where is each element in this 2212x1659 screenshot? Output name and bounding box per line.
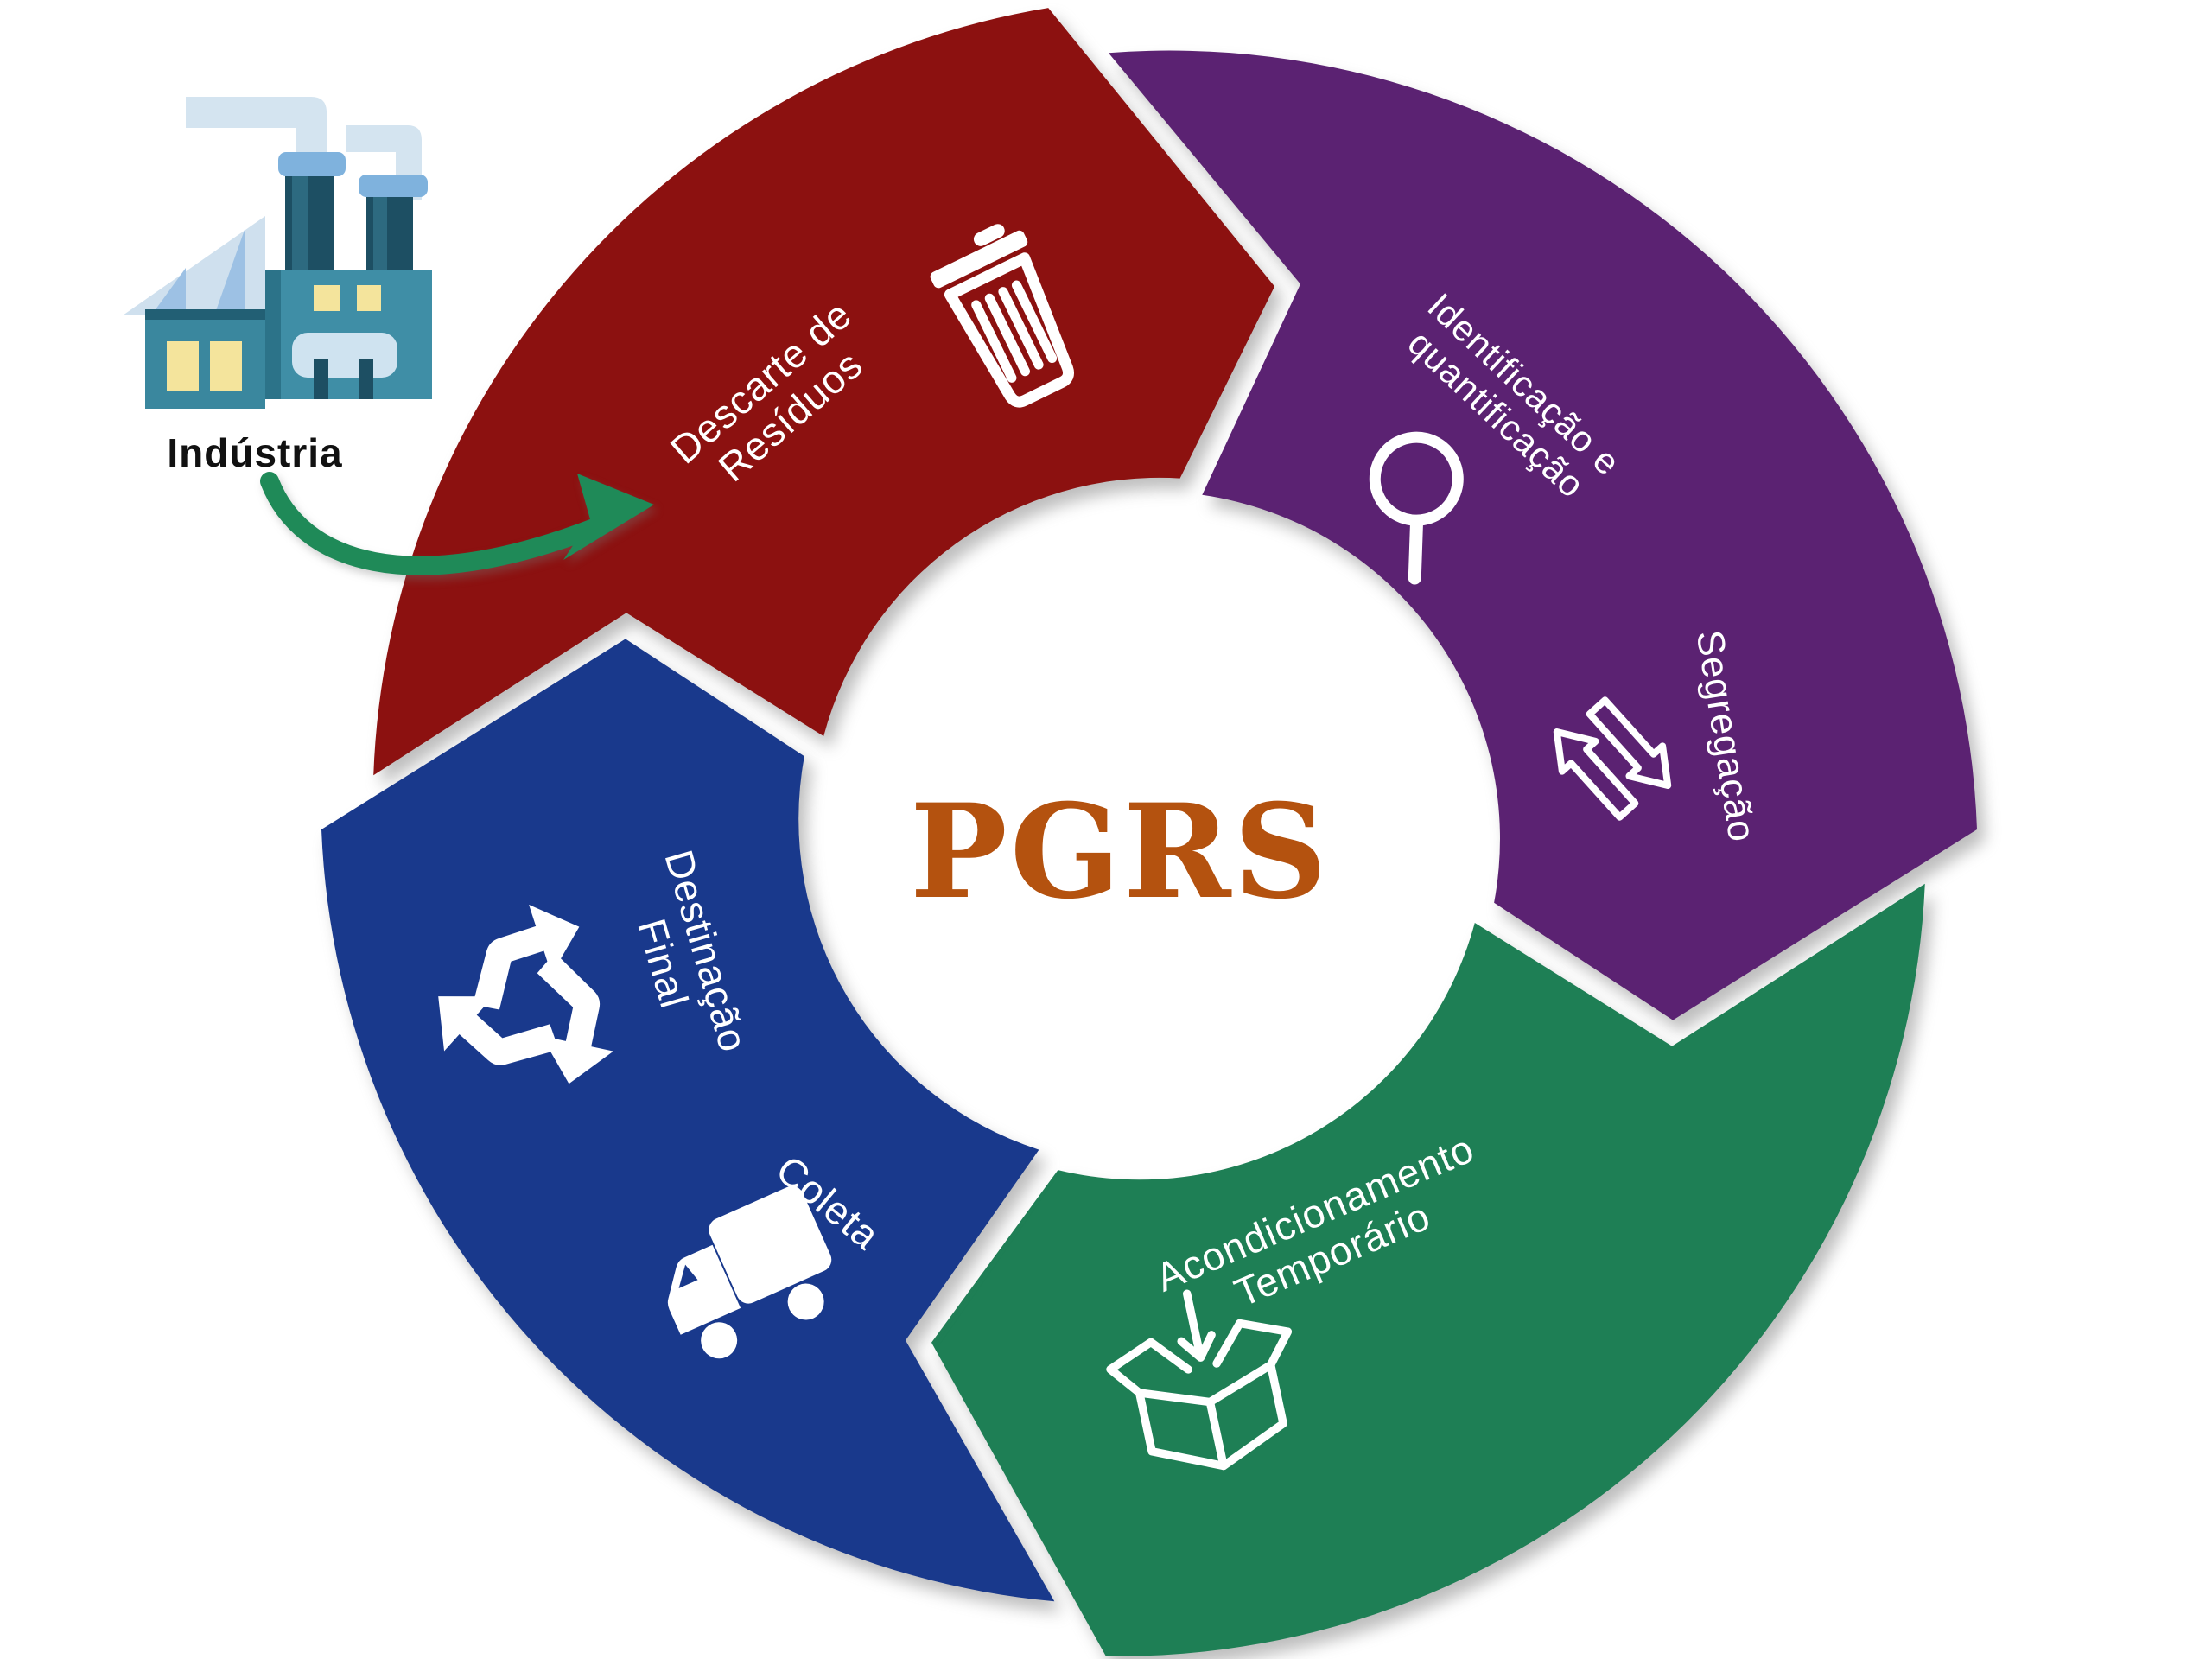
factory-icon — [123, 97, 432, 409]
arc-segment-destinacao-coleta — [321, 639, 1055, 1602]
cycle-segments — [321, 8, 1977, 1656]
arc-segment-identificacao-segregacao — [1108, 50, 1977, 1020]
center-title: PGRS — [910, 776, 1330, 928]
industry-label: Indústria — [167, 430, 343, 475]
arc-segment-descarte — [373, 8, 1275, 776]
industry-flow-arrow-icon — [260, 472, 654, 575]
arc-segment-acondicionamento — [931, 883, 1925, 1656]
